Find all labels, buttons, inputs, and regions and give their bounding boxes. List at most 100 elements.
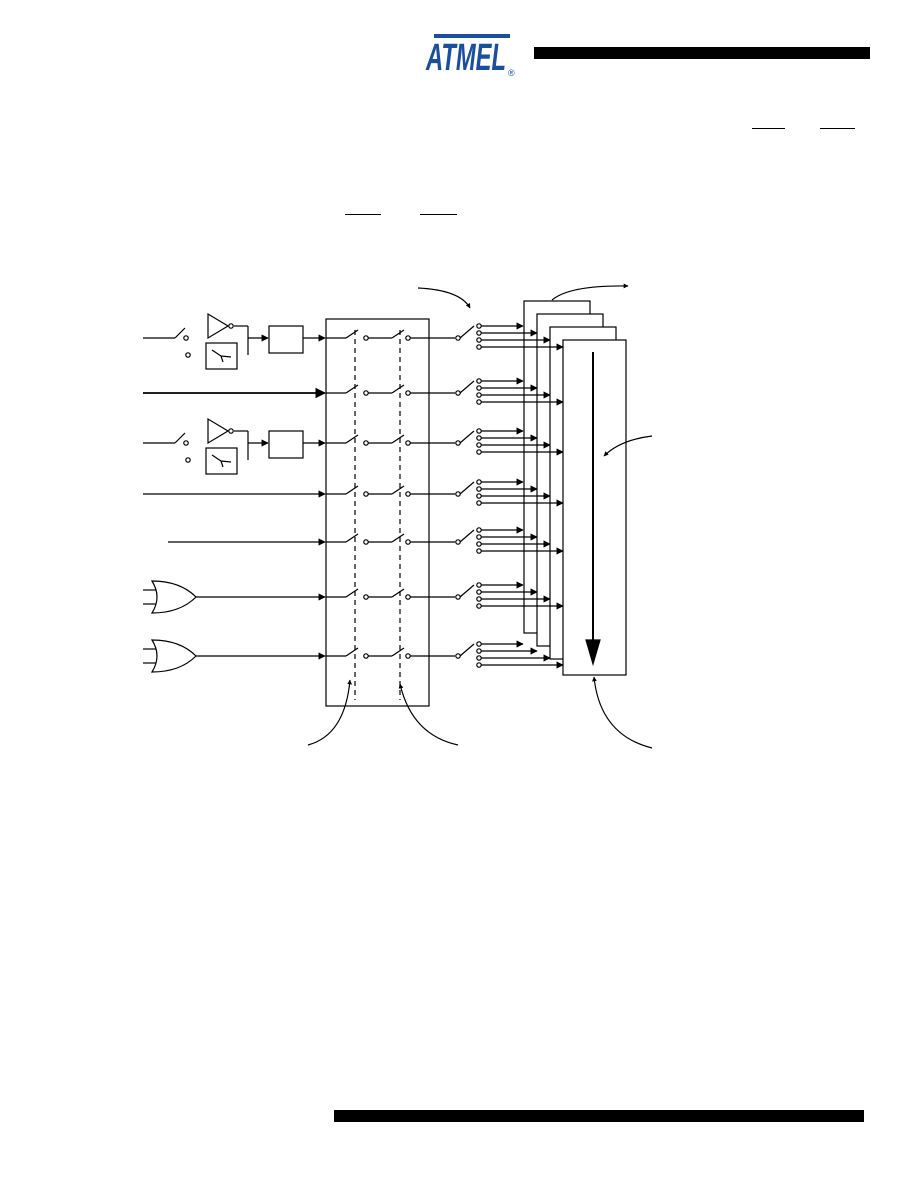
input-switch [174,327,186,339]
output-contact [476,662,482,668]
overbar-mark [752,128,785,129]
switch-contact [183,440,189,446]
overbar-mark [820,128,855,129]
header-rule [534,47,870,59]
output-contact [476,378,482,384]
callout-arrow [603,435,653,457]
output-contact [476,548,482,554]
output-contact [476,449,482,455]
atmel-logo-wordmark: ATMEL [425,37,506,78]
output-contact [476,648,482,654]
mux-switch [345,329,359,339]
callout-arrow [551,283,629,301]
switch-contact [405,539,411,545]
selector-contact [455,440,461,446]
selector-contact [455,491,461,497]
latch-block [268,430,304,459]
overbar-mark [345,214,381,215]
output-contact [476,330,482,336]
mux-switch [345,384,359,394]
output-contact [476,435,482,441]
switch-contact [363,539,369,545]
mux-switch [391,647,405,657]
selector-contact [455,390,461,396]
footer-rule [334,1110,864,1122]
switch-contact [363,390,369,396]
selector-contact [455,653,461,659]
output-contact [476,392,482,398]
selector-contact [455,539,461,545]
output-contact [476,442,482,448]
or-gate [150,580,197,614]
filter-block [205,447,238,475]
output-contact [476,589,482,595]
inverter-bubble [228,428,234,434]
switch-contact [405,491,411,497]
callout-arrow [398,683,459,746]
filter-symbol [211,349,232,363]
mux-switch [391,329,405,339]
output-contact [476,582,482,588]
output-selector [459,529,475,543]
selector-contact [455,594,461,600]
callout-arrow [592,676,653,749]
output-contact [476,534,482,540]
atmel-logo: ATMEL ® [424,30,516,78]
output-contact [476,428,482,434]
output-contact [476,323,482,329]
inverter-bubble [228,323,234,329]
mux-switch [391,485,405,495]
output-contact [476,596,482,602]
switch-contact [405,390,411,396]
mux-switch [391,533,405,543]
output-selector [459,643,475,657]
switch-contact [363,335,369,341]
overbar-mark [420,214,457,215]
switch-contact [405,594,411,600]
callout-arrow [307,679,352,746]
output-contact [476,641,482,647]
switch-contact [363,440,369,446]
mux-switch [345,533,359,543]
output-contact [476,344,482,350]
switch-contact [405,335,411,341]
switch-contact [363,491,369,497]
callout-arrow [417,287,471,309]
mux-switch [345,647,359,657]
switch-contact [183,335,189,341]
output-selector [459,380,475,394]
register-scan-arrowhead [585,639,601,667]
switch-contact [405,653,411,659]
output-selector [459,430,475,444]
mux-switch [391,434,405,444]
mux-box [325,318,430,707]
atmel-logo-swoosh [434,34,510,38]
output-contact [476,479,482,485]
mux-switch [391,384,405,394]
output-contact [476,493,482,499]
output-contact [476,655,482,661]
switch-contact [363,594,369,600]
selector-contact [455,335,461,341]
switch-contact [185,457,191,463]
output-selector [459,325,475,339]
output-selector [459,481,475,495]
output-selector [459,584,475,598]
output-contact [476,541,482,547]
output-contact [476,337,482,343]
register-box [562,339,627,676]
mux-switch [345,485,359,495]
input-switch [174,432,186,444]
or-gate [150,639,197,673]
switch-contact [363,653,369,659]
output-contact [476,527,482,533]
output-contact [476,399,482,405]
switch-contact [405,440,411,446]
inverter-gate [207,312,230,340]
mux-switch [391,588,405,598]
atmel-logo-graphic: ATMEL ® [425,34,515,78]
registered-mark: ® [508,68,515,78]
output-contact [476,486,482,492]
